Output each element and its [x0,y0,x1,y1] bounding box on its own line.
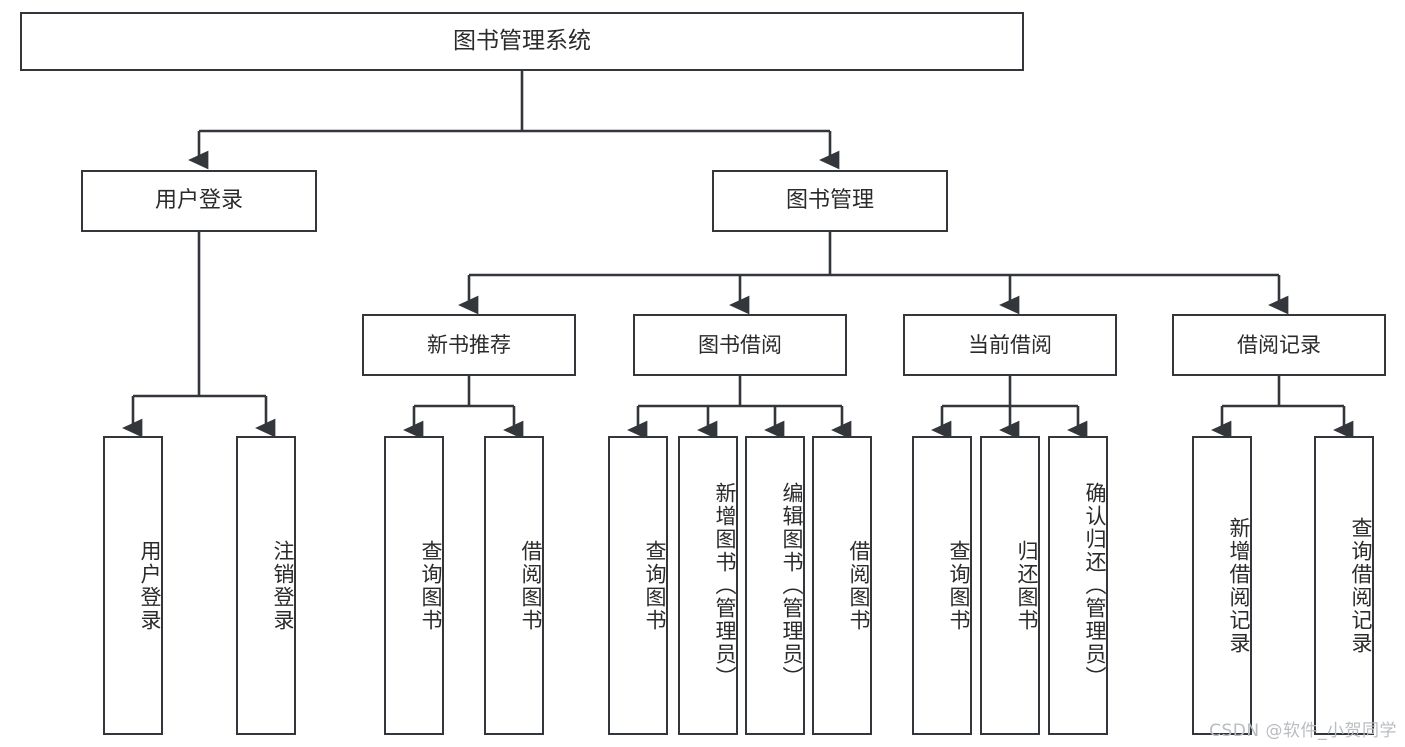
node-user-login[interactable]: 用户登录 [81,170,317,232]
node-label: 查询图书 [643,539,667,632]
leaf-user-login-logout[interactable]: 注销登录 [236,436,296,735]
node-label: 查询借阅记录 [1349,516,1373,655]
node-label: 查询图书 [419,539,443,632]
leaf-user-login-login[interactable]: 用户登录 [103,436,163,735]
node-label: 新增图书（管理员） [713,482,737,689]
node-label: 用户登录 [154,188,243,214]
leaf-borrow-borrow-book[interactable]: 借阅图书 [812,436,872,735]
csdn-watermark: CSDN @软件_小贺同学 [1209,721,1397,741]
leaf-recommend-borrow-book[interactable]: 借阅图书 [484,436,544,735]
node-label: 借阅图书 [847,539,871,632]
node-label: 用户登录 [138,539,162,632]
leaf-borrow-query-book[interactable]: 查询图书 [608,436,668,735]
node-new-book-recommend[interactable]: 新书推荐 [362,314,576,376]
leaf-current-return-book[interactable]: 归还图书 [980,436,1040,735]
node-label: 新增借阅记录 [1227,516,1251,655]
node-label: 编辑图书（管理员） [780,482,804,689]
node-label: 归还图书 [1015,539,1039,632]
leaf-record-add-borrow-record[interactable]: 新增借阅记录 [1192,436,1252,735]
node-book-borrow[interactable]: 图书借阅 [633,314,847,376]
node-label: 图书借阅 [698,332,782,357]
node-label: 查询图书 [947,539,971,632]
leaf-current-confirm-return-admin[interactable]: 确认归还（管理员） [1048,436,1108,735]
node-label: 图书管理 [785,188,874,214]
leaf-borrow-add-book-admin[interactable]: 新增图书（管理员） [678,436,738,735]
node-borrow-record[interactable]: 借阅记录 [1172,314,1386,376]
node-root-book-management-system[interactable]: 图书管理系统 [20,12,1024,71]
node-label: 新书推荐 [427,332,511,357]
leaf-borrow-edit-book-admin[interactable]: 编辑图书（管理员） [745,436,805,735]
node-label: 借阅记录 [1237,332,1321,357]
leaf-record-query-borrow-record[interactable]: 查询借阅记录 [1314,436,1374,735]
leaf-recommend-query-book[interactable]: 查询图书 [384,436,444,735]
node-label: 借阅图书 [519,539,543,632]
node-book-management[interactable]: 图书管理 [712,170,948,232]
node-label: 图书管理系统 [453,28,591,55]
node-current-borrow[interactable]: 当前借阅 [903,314,1117,376]
leaf-current-query-book[interactable]: 查询图书 [912,436,972,735]
node-label: 确认归还（管理员） [1083,482,1107,689]
node-label: 当前借阅 [968,332,1052,357]
node-label: 注销登录 [271,539,295,632]
